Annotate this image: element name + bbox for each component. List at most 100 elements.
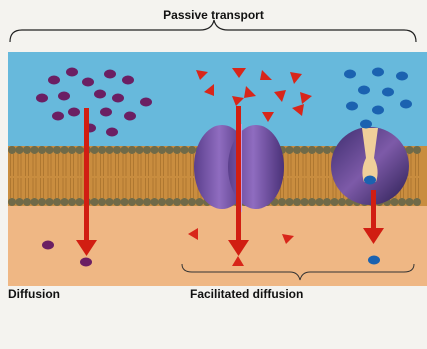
lipid-head bbox=[188, 146, 196, 154]
lipid-head bbox=[406, 146, 414, 154]
lipid-head bbox=[278, 198, 286, 206]
lipid-head bbox=[38, 198, 46, 206]
solute-molecule bbox=[112, 94, 124, 103]
lipid-head bbox=[23, 146, 31, 154]
lipid-head bbox=[76, 198, 84, 206]
lipid-head bbox=[121, 146, 129, 154]
lipid-head bbox=[106, 146, 114, 154]
carrier-protein-icon bbox=[331, 127, 409, 205]
solute-molecule bbox=[364, 176, 376, 185]
lipid-head bbox=[323, 146, 331, 154]
solute-molecule bbox=[80, 258, 92, 267]
lipid-head bbox=[16, 198, 24, 206]
lipid-head bbox=[391, 198, 399, 206]
lipid-head bbox=[308, 146, 316, 154]
lipid-head bbox=[76, 146, 84, 154]
lipid-head bbox=[53, 146, 61, 154]
lipid-head bbox=[293, 146, 301, 154]
lipid-head bbox=[151, 198, 159, 206]
lipid-head bbox=[106, 198, 114, 206]
lipid-head bbox=[293, 198, 301, 206]
solute-molecule bbox=[42, 241, 54, 250]
lipid-head bbox=[413, 146, 421, 154]
title-bracket bbox=[10, 20, 416, 42]
lipid-head bbox=[301, 146, 309, 154]
solute-molecule bbox=[360, 120, 372, 129]
lipid-head bbox=[113, 146, 121, 154]
lipid-head bbox=[158, 146, 166, 154]
lipid-head bbox=[181, 198, 189, 206]
lipid-head bbox=[316, 198, 324, 206]
lipid-head bbox=[188, 198, 196, 206]
lipid-head bbox=[46, 146, 54, 154]
solute-molecule bbox=[52, 112, 64, 121]
lipid-head bbox=[68, 146, 76, 154]
solute-molecule bbox=[82, 78, 94, 87]
lipid-head bbox=[121, 198, 129, 206]
solute-molecule bbox=[358, 86, 370, 95]
lipid-head bbox=[286, 146, 294, 154]
page-title: Passive transport bbox=[0, 8, 427, 22]
lipid-head bbox=[158, 198, 166, 206]
lipid-head bbox=[316, 146, 324, 154]
solute-molecule bbox=[36, 94, 48, 103]
lipid-head bbox=[338, 198, 346, 206]
lipid-head bbox=[136, 198, 144, 206]
lipid-head bbox=[8, 198, 16, 206]
solute-molecule bbox=[140, 98, 152, 107]
solute-molecule bbox=[396, 72, 408, 81]
intracellular-region bbox=[8, 206, 427, 286]
solute-molecule bbox=[344, 70, 356, 79]
lipid-head bbox=[143, 198, 151, 206]
solute-molecule bbox=[48, 76, 60, 85]
solute-molecule bbox=[400, 100, 412, 109]
lipid-head bbox=[166, 198, 174, 206]
solute-molecule bbox=[368, 256, 380, 265]
lipid-head bbox=[98, 146, 106, 154]
lipid-head bbox=[91, 198, 99, 206]
lipid-head bbox=[31, 198, 39, 206]
lipid-head bbox=[61, 146, 69, 154]
solute-molecule bbox=[100, 108, 112, 117]
lipid-head bbox=[53, 198, 61, 206]
lipid-head bbox=[128, 198, 136, 206]
solute-molecule bbox=[382, 88, 394, 97]
lipid-head bbox=[16, 146, 24, 154]
solute-molecule bbox=[68, 108, 80, 117]
lipid-head bbox=[8, 146, 16, 154]
lipid-head bbox=[31, 146, 39, 154]
lipid-head bbox=[406, 198, 414, 206]
lipid-head bbox=[113, 198, 121, 206]
lipid-head bbox=[308, 198, 316, 206]
solute-molecule bbox=[94, 90, 106, 99]
lipid-head bbox=[23, 198, 31, 206]
lipid-head bbox=[151, 146, 159, 154]
lipid-head bbox=[68, 198, 76, 206]
lipid-head bbox=[413, 198, 421, 206]
lipid-head bbox=[98, 198, 106, 206]
lipid-head bbox=[38, 146, 46, 154]
lipid-head bbox=[398, 198, 406, 206]
label-diffusion: Diffusion bbox=[8, 287, 60, 301]
lipid-head bbox=[286, 198, 294, 206]
lipid-head bbox=[301, 198, 309, 206]
solute-molecule bbox=[106, 128, 118, 137]
lipid-head bbox=[173, 198, 181, 206]
lipid-head bbox=[323, 198, 331, 206]
solute-molecule bbox=[372, 68, 384, 77]
lipid-head bbox=[331, 198, 339, 206]
lipid-head bbox=[166, 146, 174, 154]
solute-molecule bbox=[346, 102, 358, 111]
solute-molecule bbox=[66, 68, 78, 77]
lipid-head bbox=[181, 146, 189, 154]
solute-molecule bbox=[104, 70, 116, 79]
lipid-head bbox=[46, 198, 54, 206]
lipid-head bbox=[173, 146, 181, 154]
lipid-head bbox=[136, 146, 144, 154]
solute-molecule bbox=[372, 106, 384, 115]
lipid-head bbox=[91, 146, 99, 154]
lipid-head bbox=[128, 146, 136, 154]
label-facilitated-diffusion: Facilitated diffusion bbox=[190, 287, 303, 301]
solute-molecule bbox=[124, 112, 136, 121]
lipid-head bbox=[196, 198, 204, 206]
